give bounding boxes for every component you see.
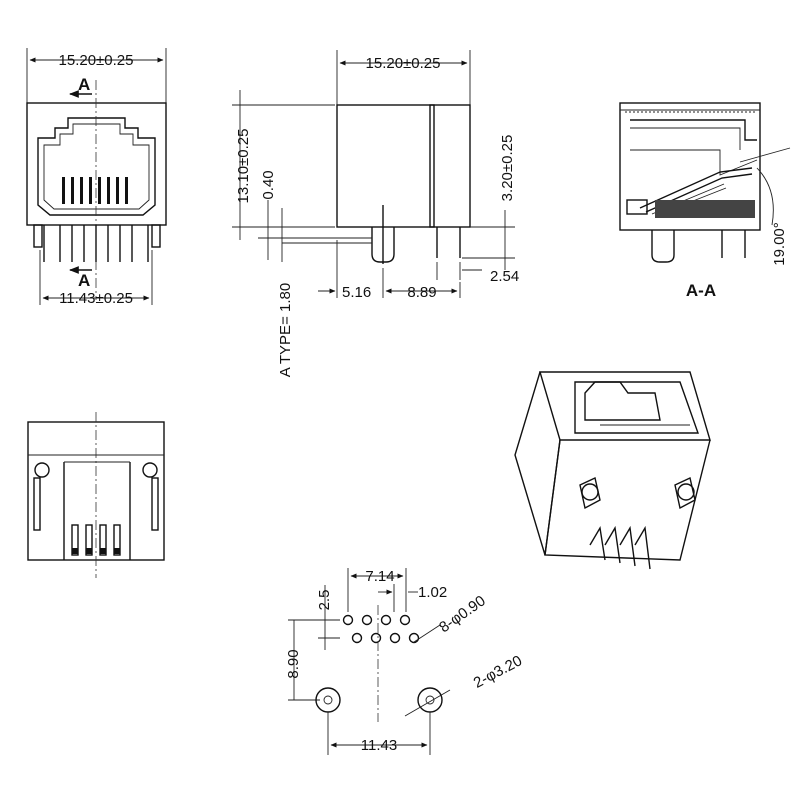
mounting-hole-right (417, 687, 443, 713)
side-width-top-label: 15.20±0.25 (366, 55, 441, 72)
side-dim-889-label: 8.89 (407, 284, 436, 301)
side-type-note-label: A TYPE= 1.80 (277, 283, 294, 377)
bottom-view (27, 412, 165, 578)
footprint-pin-holes (342, 614, 420, 644)
side-height-left-label: 13.10±0.25 (235, 129, 252, 204)
section-view: 19.00° A-A (619, 102, 791, 300)
footprint-hole-callout-label: 2-φ3.20 (471, 652, 525, 692)
isometric-pins (589, 525, 651, 570)
footprint-dim-714-label: 7.14 (365, 568, 394, 585)
pcb-footprint: 7.14 1.02 2.5 8-φ0.90 8.90 (285, 568, 525, 755)
isometric-view (514, 371, 711, 570)
footprint-dim-25-label: 2.5 (316, 590, 333, 611)
front-view: 15.20±0.25 A A (26, 48, 167, 307)
footprint-dim-890-label: 8.90 (285, 649, 302, 678)
front-width-bottom-label: 11.43±0.25 (59, 290, 133, 307)
side-height-right-label: 3.20±0.25 (499, 135, 516, 202)
side-pitch-254-label: 2.54 (490, 268, 519, 285)
section-angle-label: 19.00° (771, 222, 788, 266)
front-width-top-label: 15.20±0.25 (59, 52, 134, 69)
section-mark-top: A (78, 75, 90, 94)
footprint-dim-1143-label: 11.43 (361, 737, 397, 754)
side-offset-040-label: 0.40 (260, 170, 277, 199)
front-pins (33, 224, 161, 262)
bottom-view-pins (71, 524, 121, 556)
side-dim-516-label: 5.16 (342, 284, 371, 301)
section-title: A-A (686, 281, 716, 300)
footprint-dim-102-label: 1.02 (418, 584, 447, 601)
front-contacts (62, 177, 128, 204)
side-view: 15.20±0.25 13.10±0.25 0.40 3.20±0.25 2.5… (232, 50, 519, 377)
section-mark-bottom: A (78, 271, 90, 290)
